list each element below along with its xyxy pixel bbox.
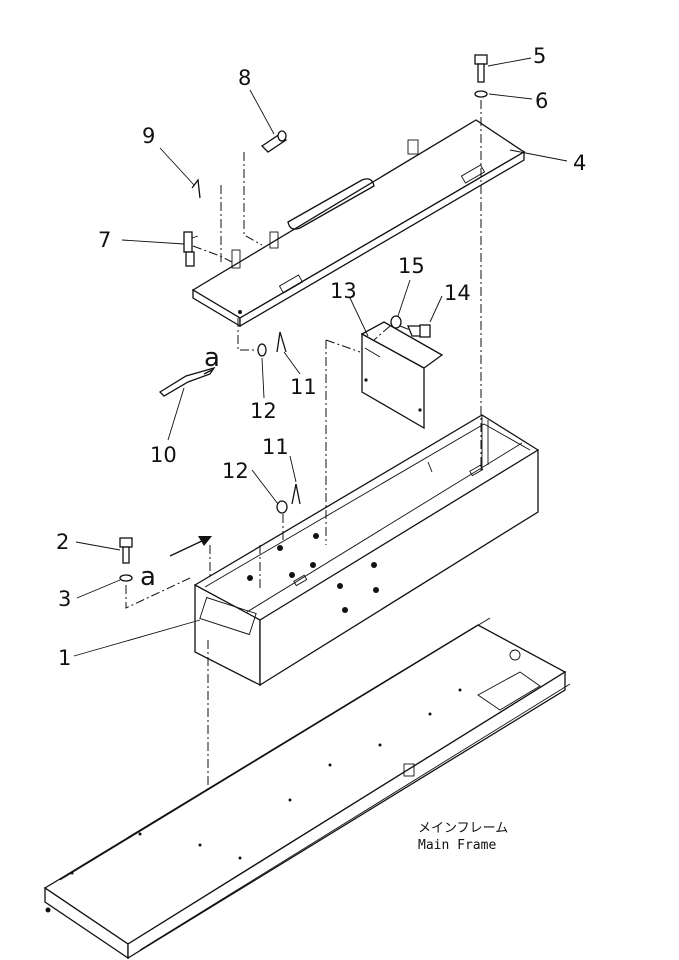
view-arrow-upper xyxy=(203,369,213,375)
bolt-2 xyxy=(119,537,133,564)
bolt-5 xyxy=(474,54,488,83)
callout-9: 9 xyxy=(142,124,155,148)
callout-10: 10 xyxy=(150,443,177,467)
main-frame xyxy=(43,617,571,960)
bolt-14 xyxy=(407,324,431,338)
leader-lines xyxy=(73,57,568,657)
washer-3 xyxy=(119,574,133,582)
view-marker-lower: a xyxy=(140,562,156,592)
washer-15 xyxy=(390,315,402,329)
pin-8 xyxy=(260,130,288,153)
callout-14: 14 xyxy=(444,281,471,305)
main-frame-label: メインフレーム Main Frame xyxy=(418,821,508,853)
battery-box xyxy=(194,414,539,687)
callout-4: 4 xyxy=(573,151,586,175)
callout-13: 13 xyxy=(330,279,357,303)
callout-labels: 5 6 4 8 9 7 15 13 14 12 11 10 11 12 2 3 … xyxy=(56,44,586,670)
washer-6 xyxy=(474,90,488,98)
callout-1: 1 xyxy=(58,646,71,670)
callout-5: 5 xyxy=(533,44,546,68)
main-frame-label-jp: メインフレーム xyxy=(418,821,508,836)
callout-11-upper: 11 xyxy=(290,375,317,399)
rod-10 xyxy=(158,366,216,397)
pin-11-lower xyxy=(291,483,301,505)
view-arrow-lower xyxy=(169,536,212,557)
latch-7 xyxy=(183,231,199,267)
callout-11-lower: 11 xyxy=(262,435,289,459)
clip-9 xyxy=(191,178,201,199)
view-marker-upper: a xyxy=(204,343,220,373)
callout-6: 6 xyxy=(535,89,548,113)
washer-12-upper xyxy=(257,343,267,357)
callout-12-lower: 12 xyxy=(222,459,249,483)
assembly-lines xyxy=(125,100,482,790)
inner-plate xyxy=(360,321,444,430)
callout-2: 2 xyxy=(56,530,69,554)
callout-12-upper: 12 xyxy=(250,399,277,423)
callout-3: 3 xyxy=(58,587,71,611)
washer-12-lower xyxy=(276,500,288,514)
callout-7: 7 xyxy=(98,228,111,252)
callout-15: 15 xyxy=(398,254,425,278)
callout-8: 8 xyxy=(238,66,251,90)
main-frame-label-en: Main Frame xyxy=(418,838,496,853)
battery-box-cover xyxy=(191,119,526,328)
pin-11-upper xyxy=(276,331,287,353)
